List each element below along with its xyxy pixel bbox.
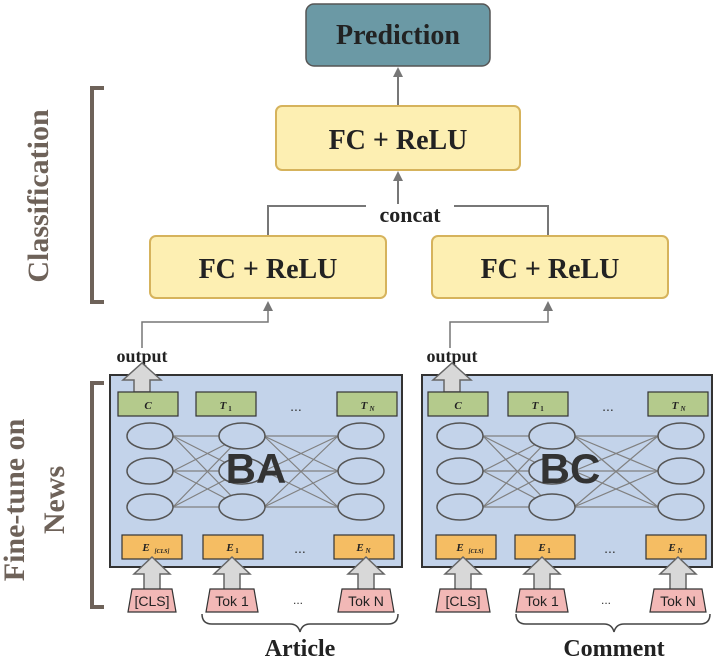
token-c-right (427, 391, 489, 417)
embed-n-right-sub: N (676, 547, 683, 555)
embed-cls-right (435, 534, 497, 560)
fc-left-box (149, 235, 387, 299)
brace-right (515, 613, 711, 633)
embed-n-left-label: E (355, 542, 363, 554)
brace-left (201, 613, 399, 633)
token-tn-left-label: T (361, 400, 369, 412)
fc-left-label: FC + ReLU (199, 254, 338, 285)
section-finetune-line2: News (38, 466, 71, 534)
classification-bracket (90, 86, 104, 304)
embed-n-right-label: E (667, 542, 675, 554)
token-tn-left (336, 391, 398, 417)
finetune-bracket (90, 381, 104, 609)
embed-n-right (645, 534, 707, 560)
token-dots-right: ... (602, 398, 614, 414)
concat-label-bg (366, 204, 454, 226)
output-left-arrow (121, 361, 163, 393)
fc-right-box (431, 235, 669, 299)
token-t1-right-label: T (532, 400, 540, 412)
network-edges-right (482, 435, 659, 508)
prediction-label: Prediction (336, 20, 460, 51)
input-arrow-tokn-left (346, 555, 386, 591)
embed-dots-right: ... (604, 540, 616, 556)
caption-article: Article (265, 636, 336, 662)
concat-label: concat (379, 202, 441, 227)
input-tokn-right (649, 588, 707, 613)
input-tok1-left-label: Tok 1 (215, 593, 249, 609)
embed-dots-left: ... (294, 540, 306, 556)
prediction-box (305, 3, 491, 67)
token-tn-right-sub: N (679, 405, 686, 413)
input-arrow-cls-right (443, 555, 483, 591)
caption-comment: Comment (563, 636, 664, 662)
embed-cls-left-sub: [CLS] (155, 549, 170, 555)
input-arrow-tok1-right (522, 555, 562, 591)
token-tn-left-sub: N (368, 405, 375, 413)
input-tokn-left (337, 588, 395, 613)
input-dots-right: ... (601, 593, 611, 607)
model-left-name: BA (226, 445, 287, 492)
input-dots-left: ... (293, 593, 303, 607)
input-cls-left-label: [CLS] (134, 593, 169, 609)
token-tn-right (647, 391, 709, 417)
fc-top-label: FC + ReLU (329, 125, 468, 156)
model-right-name: BC (540, 445, 601, 492)
embed-cls-left (121, 534, 183, 560)
fc-top-box (275, 105, 521, 171)
embed-cls-left-label: E (141, 542, 149, 554)
section-classification-label: Classification (22, 109, 55, 283)
embed-cls-right-sub: [CLS] (469, 549, 484, 555)
input-arrow-tokn-right (658, 555, 698, 591)
token-c-left-label: C (144, 400, 152, 412)
embed-1-right-label: E (537, 542, 545, 554)
model-right: BC C T 1 ... T N E [CLS] E 1 ... E N [CL… (421, 361, 713, 662)
output-left-label: output (116, 346, 167, 366)
fc-right-label: FC + ReLU (481, 254, 620, 285)
token-c-left (117, 391, 179, 417)
output-right-connector (449, 301, 553, 348)
token-t1-left-sub: 1 (228, 405, 232, 413)
token-t1-left-label: T (220, 400, 228, 412)
input-cls-left (127, 588, 177, 613)
embed-n-left (333, 534, 395, 560)
output-left-connector (141, 301, 273, 348)
model-left: BA C T 1 ... T N E [CLS] E 1 ... E N [CL… (109, 361, 403, 662)
embed-1-left-label: E (225, 542, 233, 554)
embed-1-left-sub: 1 (235, 547, 239, 555)
network-nodes-left (126, 422, 385, 521)
token-c-right-label: C (454, 400, 462, 412)
network-nodes-right (436, 422, 705, 521)
token-tn-right-label: T (672, 400, 680, 412)
embed-n-left-sub: N (364, 547, 371, 555)
input-arrow-cls-left (132, 555, 172, 591)
input-tokn-left-label: Tok N (348, 593, 384, 609)
input-cls-right-label: [CLS] (445, 593, 480, 609)
section-finetune-line1: Fine-tune on (0, 418, 31, 581)
token-t1-right (507, 391, 569, 417)
embed-cls-right-label: E (455, 542, 463, 554)
input-tok1-right (515, 588, 569, 613)
input-tok1-left (205, 588, 259, 613)
embed-1-right-sub: 1 (547, 547, 551, 555)
input-tok1-right-label: Tok 1 (525, 593, 559, 609)
token-dots-left: ... (290, 398, 302, 414)
output-right-arrow (431, 361, 473, 393)
input-tokn-right-label: Tok N (660, 593, 696, 609)
input-cls-right (435, 588, 491, 613)
embed-1-left (202, 534, 264, 560)
token-t1-left (195, 391, 257, 417)
output-right-label: output (426, 346, 477, 366)
input-arrow-tok1-left (212, 555, 252, 591)
token-t1-right-sub: 1 (540, 405, 544, 413)
